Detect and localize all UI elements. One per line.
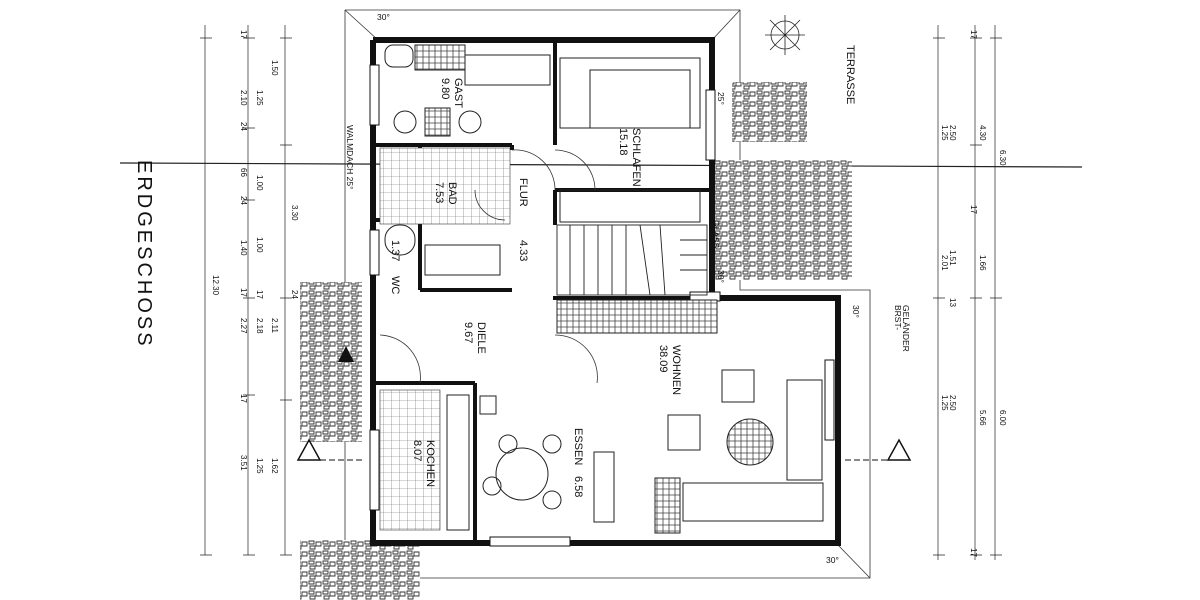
room-schlafen-name: SCHLAFEN [630,128,642,187]
angle-stair: 30° [716,270,726,283]
dim-left-inner-5: 17 [255,290,264,299]
dim-right-mid-1: 4.30 [978,125,987,141]
room-bad-name: BAD [446,182,458,205]
room-diele-name: DIELE [475,322,487,354]
dimension-lines-left [200,25,292,556]
room-essen-area: 6.58 [572,476,584,497]
room-wohnen-area: 38.09 [657,345,669,373]
glass-label: GLASS [711,220,721,249]
railing-label-1: BRST- [893,305,903,330]
room-flur-name: FLUR [517,178,529,207]
dims-left: 17 1.50 24 66 24 1.40 17 2.27 17 3.51 1.… [211,30,299,474]
railing-label-2: GELÄNDER [901,305,911,352]
section-line [119,162,1083,168]
room-gast-name: GAST [452,78,464,108]
section-marker-right [845,438,912,461]
room-wohnen-name: WOHNEN [670,345,682,395]
dim-left-inner-1: 2.10 [239,90,248,106]
tree-symbol [765,15,805,55]
fireplace [556,299,718,334]
dim-left-total2: 24 [290,290,299,299]
dimension-lines-right [933,25,1002,560]
plan-title: ERDGESCHOSS [133,160,155,349]
room-essen-name: ESSEN [572,428,584,465]
room-labels: GAST 9.80 SCHLAFEN 15.18 BAD 7.53 FLUR 4… [389,78,682,497]
dim-left-4: 66 [239,168,248,177]
staircase [556,224,708,296]
dim-left-10: 3.51 [239,455,248,471]
dim-left-2: 1.50 [270,60,279,76]
angle-right-bottom: 30° [826,555,839,565]
dim-right-8: 2.50 [948,395,957,411]
furniture [384,44,824,534]
dim-left-inner-4: 1.62 [270,458,279,474]
dim-left-inner-3: 2.11 [270,318,279,334]
section-marker-left [296,438,365,461]
dim-left-mid-5: 1.25 [255,458,264,474]
angle-top-left: 30° [377,12,390,22]
dim-left-9: 17 [239,394,248,403]
dim-right-1: 17 [969,30,978,39]
dim-left-1: 17 [239,30,248,39]
exterior-walls [370,37,841,546]
terrace-label: TERRASSE [844,45,856,104]
dim-right-outer-2: 6.00 [998,410,1007,426]
dim-right-5: 13 [948,298,957,307]
dim-right-9: 1.25 [940,395,949,411]
room-bad-area: 7.53 [433,182,445,203]
room-gast-area: 9.80 [439,78,451,99]
dim-left-mid-3: 1.00 [255,237,264,253]
dim-right-7: 17 [969,205,978,214]
dim-left-mid-4: 2.18 [255,318,264,334]
dim-right-mid-2: 1.66 [978,255,987,271]
bath-tiles [379,147,511,225]
dim-right-10: 17 [969,548,978,557]
room-wc-area: 1.37 [389,240,401,261]
dim-right-mid-3: 5.66 [978,410,987,426]
room-flur-area: 4.33 [517,240,529,261]
entrance-arrow [338,346,354,362]
dim-right-4: 2.01 [940,255,949,271]
room-diele-area: 9.67 [462,322,474,343]
dim-left-inner-2: 3.30 [290,205,299,221]
dim-left-5: 24 [239,196,248,205]
angle-roof-right: 25° [716,92,726,105]
dims-right: 17 2.50 1.25 2.01 13 1.51 17 2.50 1.25 1… [940,30,1007,557]
dim-right-3: 1.25 [940,125,949,141]
kitchen-tiles [379,389,441,531]
room-kochen-area: 8.07 [411,440,423,461]
dim-left-6: 1.40 [239,240,248,256]
door-swings [379,149,598,384]
room-schlafen-area: 15.18 [617,128,629,156]
dim-left-8: 2.27 [239,318,248,334]
angle-right-top: 30° [851,305,861,318]
stone-paving [300,82,852,600]
dim-left-mid-2: 1.00 [255,175,264,191]
dim-left-7: 17 [239,288,248,297]
dim-left-total: 12.30 [211,275,220,296]
dim-right-6: 1.51 [948,250,957,266]
room-kochen-name: KOCHEN [424,440,436,487]
dim-right-2: 2.50 [948,125,957,141]
room-wc-name: WC [389,276,401,294]
dim-right-outer-1: 6.30 [998,150,1007,166]
dim-left-3: 24 [239,122,248,131]
roof-label: WALMDACH 25° [345,125,355,190]
windows [369,64,835,547]
dim-left-mid-1: 1.25 [255,90,264,106]
